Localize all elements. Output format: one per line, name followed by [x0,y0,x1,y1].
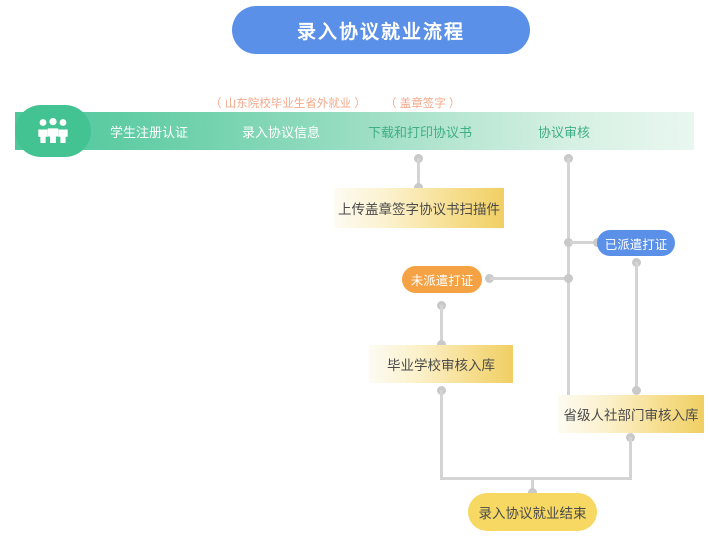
connector-line-vertical [629,437,632,480]
connector-dot [632,386,641,395]
connector-line-vertical [531,477,534,492]
connector-line-vertical [635,262,638,390]
connector-line-horizontal [490,277,570,280]
connector-junction-dot [564,274,573,283]
stage-label-student-registration: 学生注册认证 [110,125,189,140]
connector-dot [414,183,423,192]
stage-progress-bar [15,112,694,150]
connector-dot [485,274,494,283]
connector-line-horizontal [570,241,598,244]
connector-line-vertical [417,158,420,188]
people-group-icon [15,105,91,157]
connector-line-horizontal [440,477,536,480]
upload-signed-agreement-scan-box[interactable]: 上传盖章签字协议书扫描件 [334,188,504,228]
agreement-employment-finished-badge[interactable]: 录入协议就业结束 [468,493,597,531]
annotation-shandong-offsite: （ 山东院校毕业生省外就业 ） [210,98,366,110]
connector-line-vertical [440,305,443,343]
connector-line-horizontal [533,477,632,480]
graduating-school-review-archive-box[interactable]: 毕业学校审核入库 [369,345,513,383]
stage-label-enter-agreement-info: 录入协议信息 [242,125,321,140]
connector-dot [437,340,446,349]
connector-line-vertical [567,158,570,408]
dispatch-certificate-not-issued-badge[interactable]: 未派遣打证 [402,266,482,293]
dispatched-certificate-issued-badge[interactable]: 已派遣打证 [597,230,675,256]
connector-junction-dot [564,238,573,247]
annotation-seal-signature: （ 盖章签字 ） [385,98,461,110]
stage-label-agreement-review: 协议审核 [538,125,591,140]
connector-line-vertical [440,390,443,480]
connector-dot [528,488,537,497]
page-title: 录入协议就业流程 [232,6,530,54]
stage-label-download-print-agreement: 下载和打印协议书 [368,125,473,140]
provincial-hr-dept-review-archive-box[interactable]: 省级人社部门审核入库 [558,395,704,433]
